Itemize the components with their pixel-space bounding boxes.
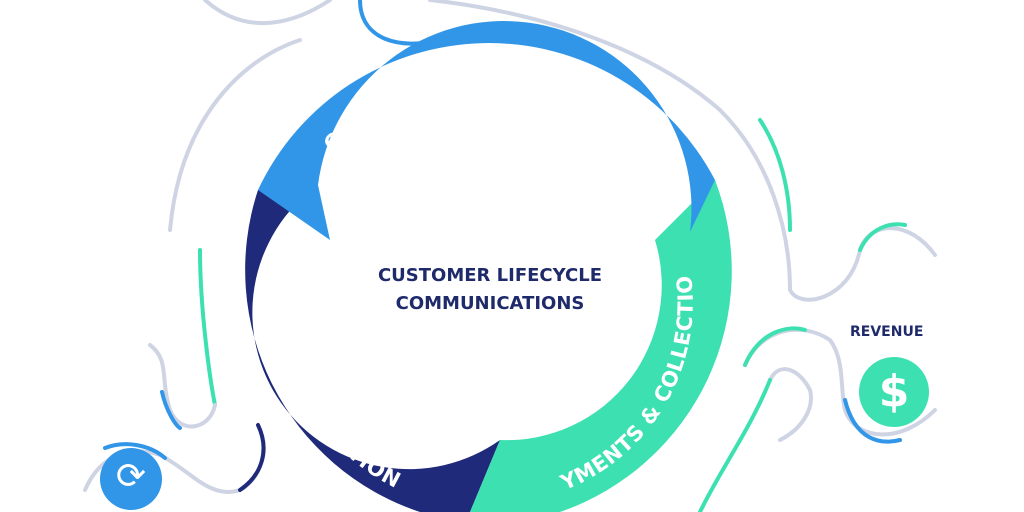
segment-onboarding-engagement xyxy=(258,21,715,241)
center-title-line2: COMMUNICATIONS xyxy=(395,293,585,314)
dollar-icon: $ xyxy=(859,357,929,427)
segment-uplift-retention xyxy=(245,185,500,512)
segment-payments-collections xyxy=(470,180,732,512)
refresh-icon: ⟳ xyxy=(100,448,162,510)
revenue-label: REVENUE xyxy=(850,324,924,340)
center-title-line1: CUSTOMER LIFECYCLE xyxy=(377,265,603,286)
center-title: CUSTOMER LIFECYCLE COMMUNICATIONS xyxy=(340,262,640,318)
